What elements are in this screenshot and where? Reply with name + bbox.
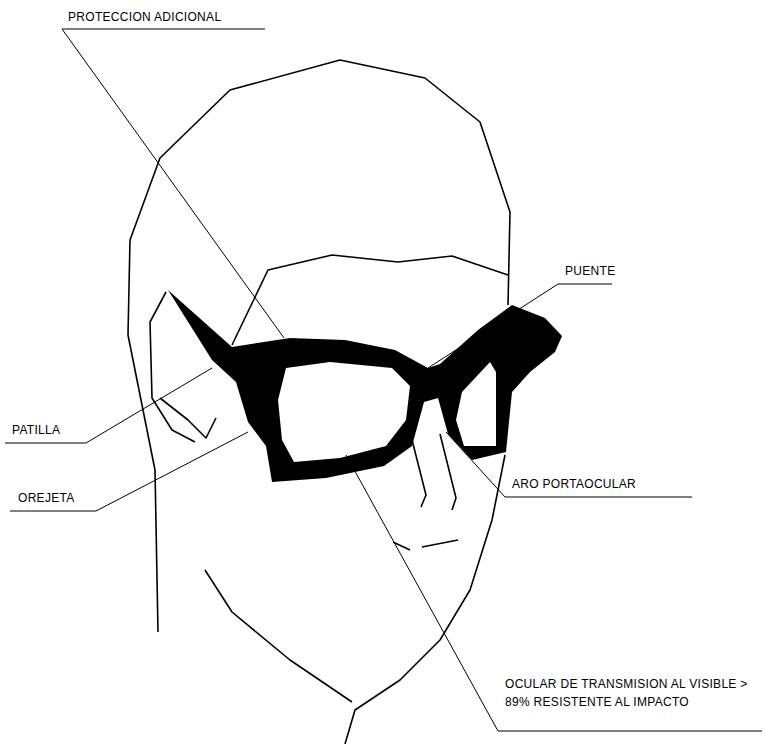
label-underline [10, 511, 96, 512]
note-label: OCULAR DE TRANSMISION AL VISIBLE > 89% R… [505, 675, 755, 711]
part-label: PUENTE [565, 262, 625, 280]
leader-line [86, 368, 212, 443]
label-underline [498, 731, 762, 732]
part-label: ARO PORTAOCULAR [512, 475, 702, 493]
label-underline [505, 497, 692, 498]
leader-line [346, 455, 498, 731]
part-label: OREJETA [18, 489, 98, 507]
label-underline [62, 29, 265, 30]
nose-line [440, 434, 456, 510]
leader-line [446, 432, 505, 497]
ear-inner [160, 398, 216, 438]
part-label: PROTECCION ADICIONAL [68, 8, 268, 26]
leader-line [96, 432, 248, 511]
jaw-line [205, 570, 352, 702]
leader-line [428, 284, 558, 368]
label-underline [5, 443, 86, 444]
glasses-frame [168, 290, 562, 482]
part-label: PATILLA [12, 421, 92, 439]
hairline [232, 255, 508, 345]
label-underline [558, 284, 612, 285]
leader-line [62, 29, 284, 338]
mouth [393, 540, 458, 550]
